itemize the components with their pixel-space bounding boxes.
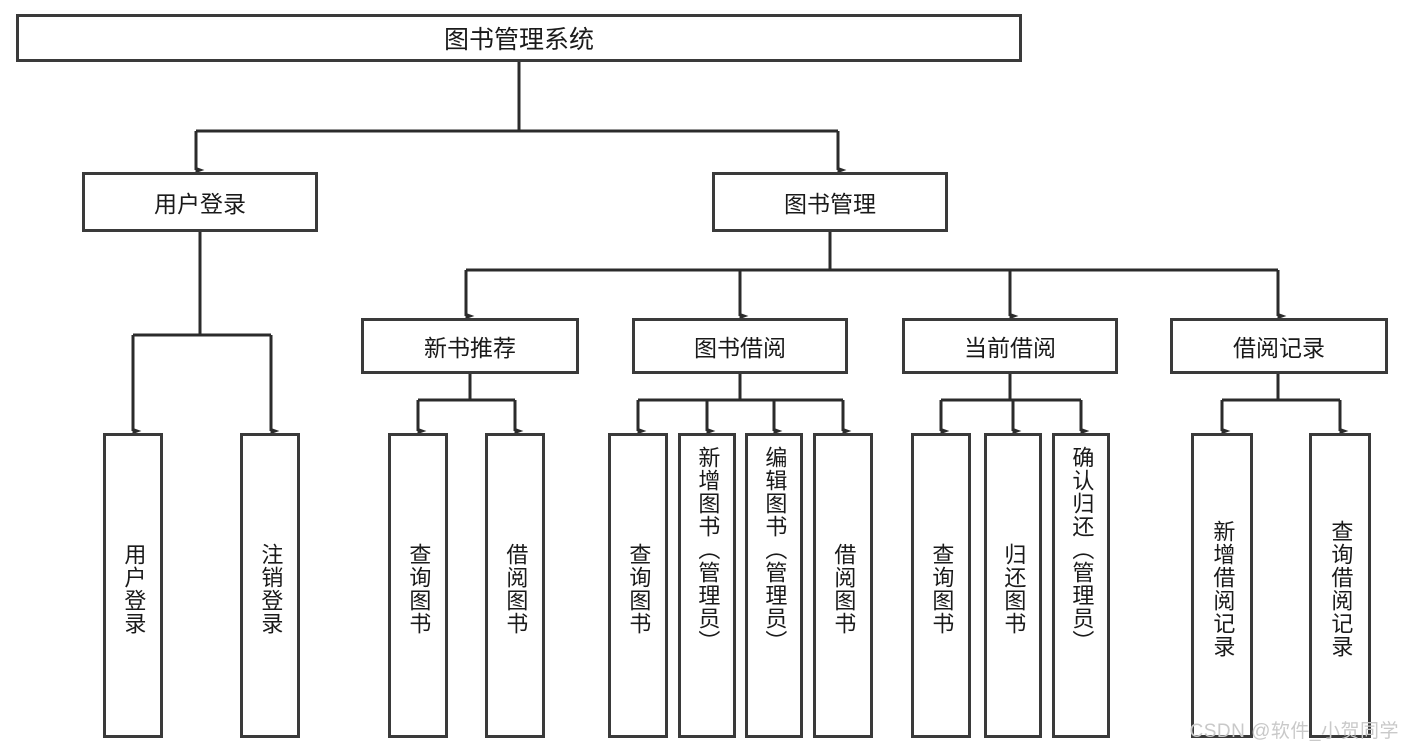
leaf-label: 查询图书 bbox=[626, 542, 652, 635]
node-current-borrow-label: 当前借阅 bbox=[964, 335, 1056, 361]
leaf-node[interactable]: 注销登录 bbox=[240, 433, 300, 738]
leaf-node[interactable]: 确认归还（管理员） bbox=[1052, 433, 1110, 738]
leaf-node[interactable]: 归还图书 bbox=[984, 433, 1042, 738]
leaf-text-wrap: 查询图书 bbox=[914, 442, 968, 735]
leaf-text-wrap: 归还图书 bbox=[987, 442, 1039, 735]
leaf-node[interactable]: 查询借阅记录 bbox=[1309, 433, 1371, 738]
node-current-borrow[interactable]: 当前借阅 bbox=[902, 318, 1118, 374]
node-root[interactable]: 图书管理系统 bbox=[16, 14, 1022, 62]
leaf-node[interactable]: 编辑图书（管理员） bbox=[745, 433, 803, 738]
leaf-label: 归还图书 bbox=[1001, 542, 1027, 635]
node-book-management[interactable]: 图书管理 bbox=[712, 172, 948, 232]
leaf-node[interactable]: 查询图书 bbox=[608, 433, 668, 738]
leaf-text-wrap: 新增借阅记录 bbox=[1194, 442, 1250, 735]
leaf-label: 借阅图书 bbox=[503, 542, 529, 635]
node-new-book-recommend[interactable]: 新书推荐 bbox=[361, 318, 579, 374]
leaf-label: 查询图书 bbox=[406, 542, 432, 635]
leaf-label: 编辑图书（管理员） bbox=[762, 446, 788, 653]
leaf-text-wrap: 新增图书（管理员） bbox=[681, 442, 733, 739]
leaf-node[interactable]: 新增图书（管理员） bbox=[678, 433, 736, 738]
node-book-management-label: 图书管理 bbox=[784, 191, 876, 217]
node-user-login[interactable]: 用户登录 bbox=[82, 172, 318, 232]
leaf-label: 注销登录 bbox=[258, 542, 284, 635]
leaf-text-wrap: 借阅图书 bbox=[488, 442, 542, 735]
leaf-text-wrap: 借阅图书 bbox=[816, 442, 870, 735]
leaf-label: 查询图书 bbox=[929, 542, 955, 635]
leaf-text-wrap: 注销登录 bbox=[243, 442, 297, 735]
node-book-borrow-label: 图书借阅 bbox=[694, 335, 786, 361]
watermark: CSDN @软件_小贺同学 bbox=[1189, 721, 1399, 742]
leaf-label: 确认归还（管理员） bbox=[1069, 446, 1095, 653]
leaf-label: 新增借阅记录 bbox=[1210, 519, 1236, 658]
leaf-node[interactable]: 查询图书 bbox=[911, 433, 971, 738]
node-borrow-record[interactable]: 借阅记录 bbox=[1170, 318, 1388, 374]
leaf-node[interactable]: 借阅图书 bbox=[813, 433, 873, 738]
node-borrow-record-label: 借阅记录 bbox=[1233, 335, 1325, 361]
leaf-label: 查询借阅记录 bbox=[1328, 519, 1354, 658]
node-new-book-recommend-label: 新书推荐 bbox=[424, 335, 516, 361]
leaf-text-wrap: 查询借阅记录 bbox=[1312, 442, 1368, 735]
leaf-text-wrap: 查询图书 bbox=[611, 442, 665, 735]
leaf-node[interactable]: 借阅图书 bbox=[485, 433, 545, 738]
leaf-node[interactable]: 用户登录 bbox=[103, 433, 163, 738]
leaf-text-wrap: 编辑图书（管理员） bbox=[748, 442, 800, 739]
node-user-login-label: 用户登录 bbox=[154, 191, 246, 217]
node-root-label: 图书管理系统 bbox=[443, 26, 594, 54]
leaf-node[interactable]: 新增借阅记录 bbox=[1191, 433, 1253, 738]
leaf-text-wrap: 用户登录 bbox=[106, 442, 160, 735]
leaf-label: 新增图书（管理员） bbox=[695, 446, 721, 653]
node-book-borrow[interactable]: 图书借阅 bbox=[632, 318, 848, 374]
leaf-node[interactable]: 查询图书 bbox=[388, 433, 448, 738]
leaf-label: 用户登录 bbox=[121, 542, 147, 635]
leaf-text-wrap: 确认归还（管理员） bbox=[1055, 442, 1107, 739]
leaf-text-wrap: 查询图书 bbox=[391, 442, 445, 735]
leaf-label: 借阅图书 bbox=[831, 542, 857, 635]
